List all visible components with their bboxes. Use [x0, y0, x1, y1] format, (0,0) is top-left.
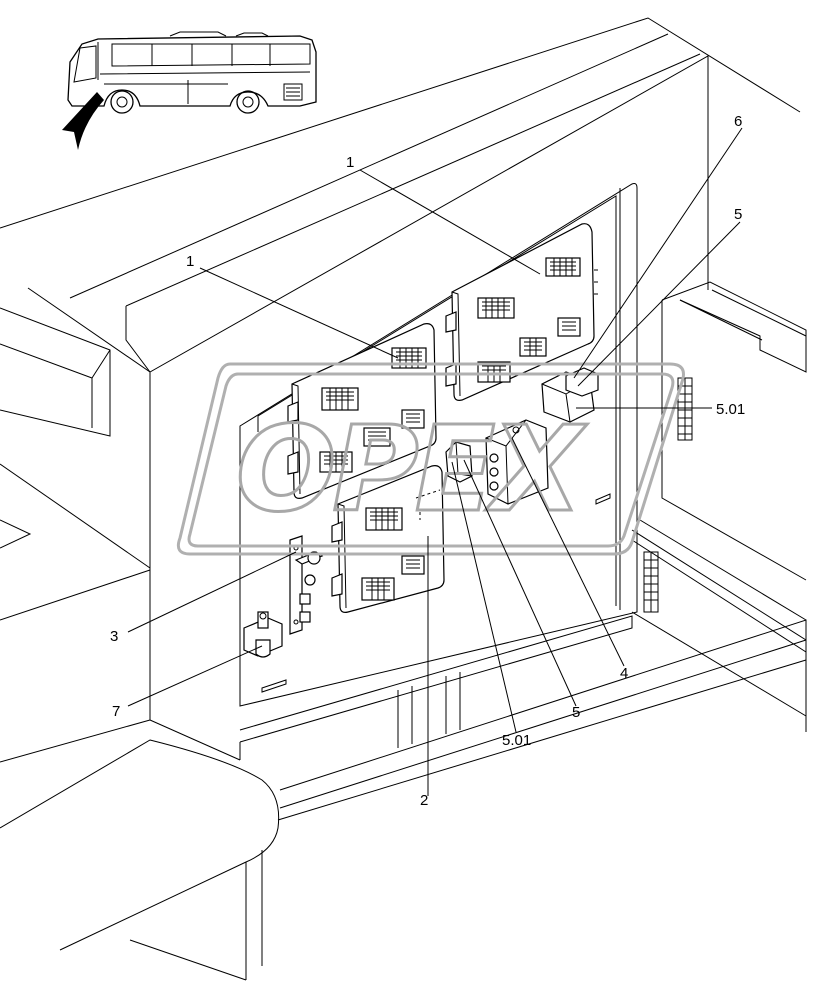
control-module-2 — [331, 465, 445, 613]
view-direction-arrow-icon — [62, 92, 104, 150]
leader-lines — [127, 127, 743, 796]
terminal-strip-3 — [289, 535, 324, 635]
cabinet-structure — [0, 17, 807, 981]
callout-2: 2 — [420, 792, 428, 809]
control-module-1-upper — [445, 223, 598, 401]
control-module-1-left — [287, 323, 437, 499]
relay-5-with-base-5-01 — [445, 441, 473, 483]
callout-5-01-right: 5.01 — [716, 401, 745, 418]
callout-3: 3 — [110, 628, 118, 645]
callout-1-left: 1 — [186, 253, 194, 270]
bracket-7 — [243, 611, 283, 658]
relay-box-4 — [485, 419, 549, 505]
watermark: OPEX — [176, 362, 685, 556]
callouts: 1 1 6 5 5.01 3 7 4 5 5.01 2 — [110, 113, 745, 809]
callout-5-upper: 5 — [734, 206, 742, 223]
watermark-text: OPEX — [236, 400, 587, 538]
callout-5-lower: 5 — [572, 704, 580, 721]
callout-1-upper: 1 — [346, 154, 354, 171]
callout-7: 7 — [112, 703, 120, 720]
callout-4: 4 — [620, 665, 628, 682]
callout-6: 6 — [734, 113, 742, 130]
callout-5-01-lower: 5.01 — [502, 732, 531, 749]
bus-locator-icon — [67, 31, 317, 114]
